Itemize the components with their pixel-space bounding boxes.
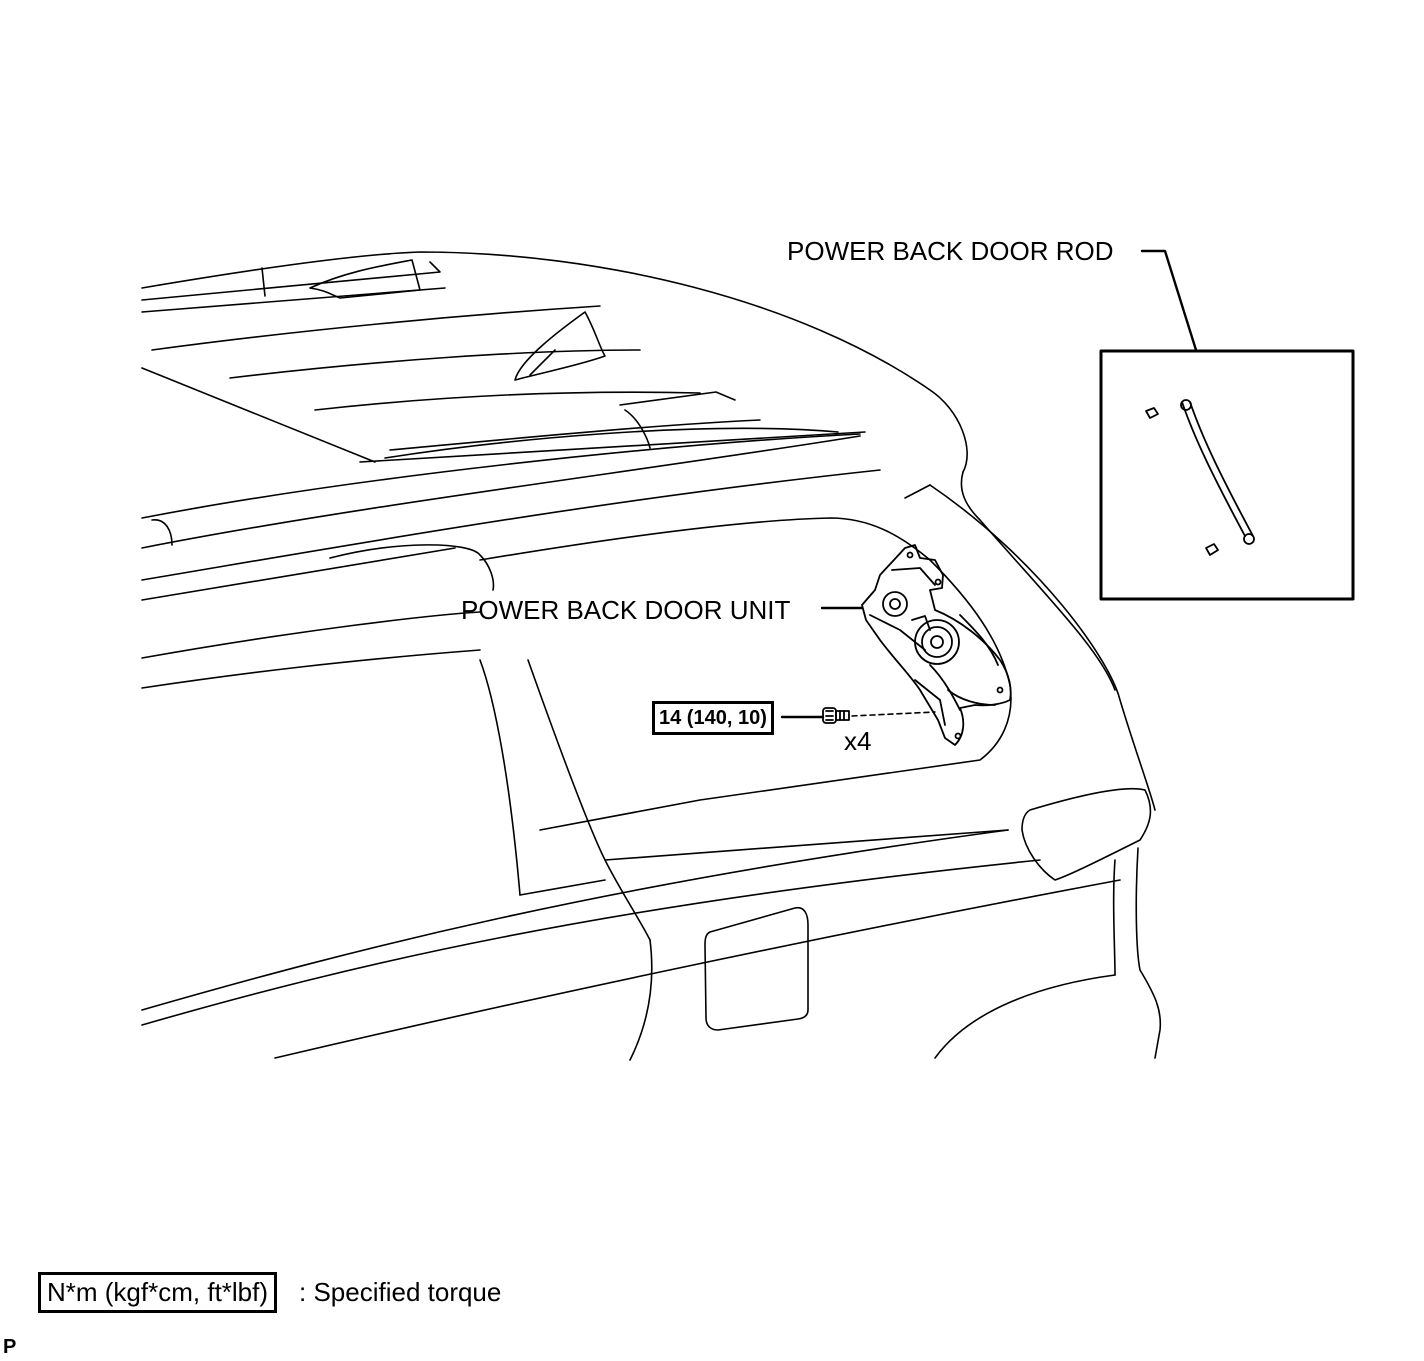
legend-torque-units-box: N*m (kgf*cm, ft*lbf)	[38, 1272, 278, 1313]
power-back-door-rod	[1145, 399, 1255, 556]
rod-label: POWER BACK DOOR ROD	[787, 236, 1114, 266]
unit-label: POWER BACK DOOR UNIT	[461, 595, 791, 625]
legend-description: : Specified torque	[299, 1277, 502, 1307]
bolt-icon	[822, 707, 850, 724]
bolt-quantity-label: x4	[844, 726, 872, 756]
roof-outline	[141, 251, 968, 473]
rod-inset-frame	[1099, 349, 1355, 601]
roof-rail	[141, 433, 881, 601]
body-outline	[141, 471, 1162, 1061]
corner-mark: P	[3, 1336, 17, 1358]
torque-spec-box: 14 (140, 10)	[652, 701, 774, 735]
bolt-position-dashed-line	[851, 711, 936, 717]
rod-leader-line	[1140, 249, 1198, 352]
power-back-door-unit	[861, 544, 1012, 746]
